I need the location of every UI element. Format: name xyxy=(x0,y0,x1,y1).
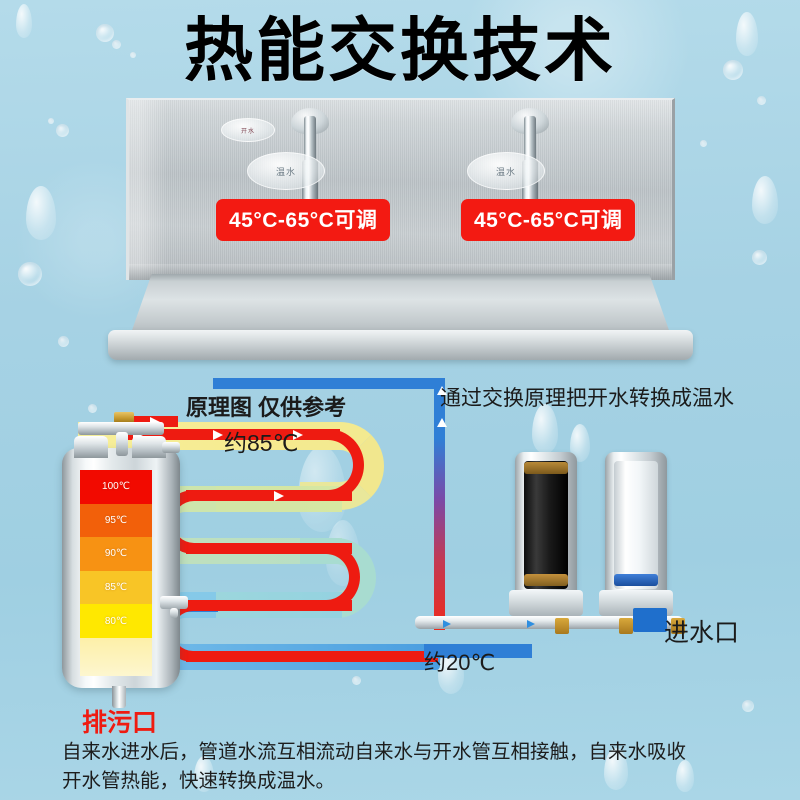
drip-tray-basin xyxy=(130,274,671,336)
pp-filter xyxy=(605,452,667,600)
filter-manifold-pipe xyxy=(415,616,683,629)
flow-arrow-up xyxy=(437,386,447,395)
temperature-band: 100℃ xyxy=(80,470,152,504)
filter-cap-bottom xyxy=(524,574,568,586)
water-dispenser-photo: 开水 温水 温水 xyxy=(108,98,693,370)
temperature-band: 85℃ xyxy=(80,570,152,605)
faucet-neck xyxy=(524,116,536,166)
boiler-tank: 100℃ 95℃ 90℃ 85℃ 80℃ xyxy=(62,412,188,708)
drip-tray-lip xyxy=(108,330,693,360)
tank-body: 100℃ 95℃ 90℃ 85℃ 80℃ xyxy=(62,448,180,688)
temperature-band: 80℃ xyxy=(80,604,152,638)
drain-outlet-label: 排污口 xyxy=(82,709,158,737)
filter-cap-bottom xyxy=(614,574,658,586)
tank-cold-inlet-fitting xyxy=(160,596,188,609)
flow-arrow-right xyxy=(213,430,223,440)
temperature-gradient-display: 100℃ 95℃ 90℃ 85℃ 80℃ xyxy=(80,470,152,676)
hot-pipe-run-4 xyxy=(186,600,352,611)
page-title: 热能交换技术 xyxy=(184,11,616,91)
carbon-filter-core xyxy=(524,461,568,589)
faucet-left-sticker-text: 开水 xyxy=(240,128,255,135)
tank-cold-inlet-drop xyxy=(170,608,178,618)
temperature-band-label: 80℃ xyxy=(104,615,128,627)
flow-arrow-right xyxy=(274,491,284,501)
flow-arrow-inlet xyxy=(527,620,535,628)
cold-temp-label: 约20℃ xyxy=(424,650,496,675)
temperature-band: 95℃ xyxy=(80,503,152,538)
tank-shoulder-right xyxy=(132,436,166,458)
caption-line-2: 开水管热能，快速转换成温水。 xyxy=(62,770,336,793)
convert-note-label: 通过交换原理把开水转换成温水 xyxy=(440,387,734,410)
manifold-valve xyxy=(555,618,569,634)
flow-arrow-right xyxy=(133,430,143,440)
hot-pipe-run-2 xyxy=(186,490,352,501)
faucet-right-label-oval: 温水 xyxy=(467,152,545,190)
temperature-band: 90℃ xyxy=(80,537,152,571)
filter-cap-top xyxy=(524,462,568,474)
bottom-caption: 自来水进水后，管道水流互相流动自来水与开水管互相接触，自来水吸收 开水管热能，快… xyxy=(62,738,762,797)
caption-line-1: 自来水进水后，管道水流互相流动自来水与开水管互相接触，自来水吸收 xyxy=(62,741,687,763)
temperature-band-label: 100℃ xyxy=(102,481,130,493)
inlet-valve-block xyxy=(633,608,667,632)
faucet-left-label-text: 温水 xyxy=(275,166,296,177)
badge-temp-right: 45°C-65°C可调 xyxy=(461,199,636,241)
tank-top-fittings xyxy=(70,412,180,458)
hot-pipe-tank-outlet xyxy=(118,416,178,427)
faucet-left-label-oval: 温水 xyxy=(247,152,325,190)
temperature-band-label: 90℃ xyxy=(104,548,128,560)
faucet-right-label-text: 温水 xyxy=(495,166,516,177)
tank-top-stem xyxy=(116,432,128,456)
manifold-valve xyxy=(619,618,633,634)
brass-fitting-icon xyxy=(114,412,134,423)
hot-temp-label: 约85℃ xyxy=(224,430,299,456)
tank-side-nozzle xyxy=(162,442,180,453)
water-inlet-label: 进水口 xyxy=(664,619,740,647)
warm-water-top-pipe xyxy=(213,378,445,389)
faucet-neck xyxy=(304,116,316,166)
tank-drain-pipe xyxy=(112,686,126,708)
drip-tray xyxy=(108,274,693,370)
flow-arrow-up xyxy=(437,418,447,427)
carbon-filter-base xyxy=(509,590,583,616)
tank-shoulder-left xyxy=(74,436,108,458)
manifold-valve xyxy=(671,618,685,634)
filter-assembly xyxy=(415,440,685,640)
carbon-filter xyxy=(515,452,577,600)
flow-arrow-right xyxy=(293,430,303,440)
faucet-left-sticker: 开水 xyxy=(221,118,275,142)
hot-pipe-run-3 xyxy=(186,543,352,554)
temperature-band-label: 85℃ xyxy=(104,582,128,594)
hot-pipe-top-run xyxy=(120,429,340,440)
dispenser-steel-panel: 开水 温水 温水 xyxy=(126,98,675,280)
temperature-band xyxy=(80,637,152,676)
pp-filter-core xyxy=(614,461,658,589)
flow-arrow-inlet xyxy=(443,620,451,628)
hot-pipe-run-bottom xyxy=(186,651,438,662)
schematic-note-label: 原理图 仅供参考 xyxy=(186,395,347,420)
temperature-band-label: 95℃ xyxy=(104,514,128,526)
tank-top-crossbar xyxy=(78,422,164,435)
warm-water-riser-pipe xyxy=(434,378,445,630)
badge-temp-left: 45°C-65°C可调 xyxy=(216,199,391,241)
